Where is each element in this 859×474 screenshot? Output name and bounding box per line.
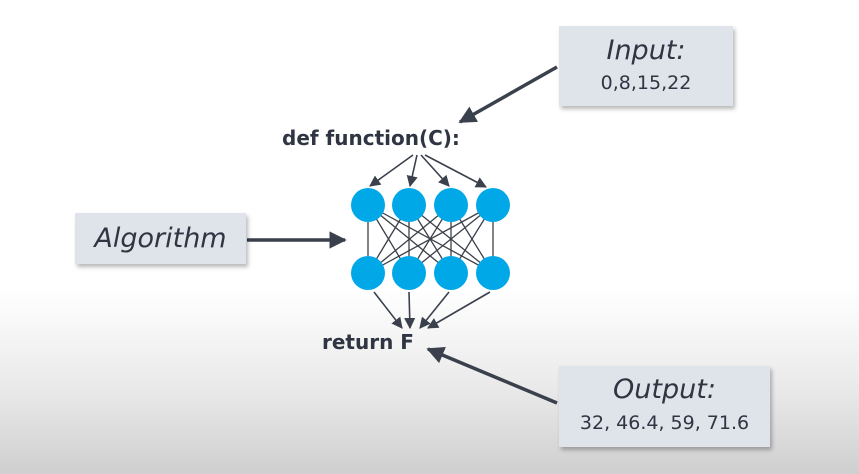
top-layer-node-4: [476, 188, 510, 222]
return-arrow-4: [427, 291, 491, 329]
bottom-layer-node-2: [392, 256, 426, 290]
network-edge-3-1: [367, 204, 452, 274]
bottom-layer-node-4: [476, 256, 510, 290]
output-box: Output: 32, 46.4, 59, 71.6: [559, 366, 770, 447]
output-value: 32, 46.4, 59, 71.6: [579, 412, 750, 434]
def-arrow-4: [424, 154, 487, 188]
network-nodes: [351, 188, 510, 290]
return-arrow-2: [404, 291, 416, 330]
def-arrow-2: [406, 154, 418, 188]
input-title: Input:: [606, 35, 686, 66]
function-definition-label: def function(C):: [282, 126, 460, 150]
input-value: 0,8,15,22: [600, 72, 692, 94]
algorithm-box: Algorithm: [75, 213, 246, 264]
def-arrow-3: [420, 154, 450, 187]
output-title: Output:: [613, 374, 716, 405]
def-to-network-arrows: [369, 154, 487, 188]
network-edge-4-1: [367, 204, 494, 274]
network-edge-4-2: [408, 204, 494, 274]
return-arrow-1: [373, 291, 403, 329]
input-box: Input: 0,8,15,22: [559, 26, 733, 106]
bottom-layer-node-1: [351, 256, 385, 290]
top-layer-node-3: [434, 188, 468, 222]
input-arrow: [458, 65, 558, 124]
return-statement-label: return F: [322, 330, 414, 354]
algorithm-label: Algorithm: [94, 223, 227, 254]
return-arrow-3: [419, 291, 450, 329]
top-layer-node-1: [351, 188, 385, 222]
network-to-return-arrows: [373, 291, 491, 330]
output-arrow: [426, 347, 558, 405]
bottom-layer-node-3: [434, 256, 468, 290]
def-arrow-1: [369, 154, 414, 187]
top-layer-node-2: [392, 188, 426, 222]
network-edges: [367, 204, 494, 274]
